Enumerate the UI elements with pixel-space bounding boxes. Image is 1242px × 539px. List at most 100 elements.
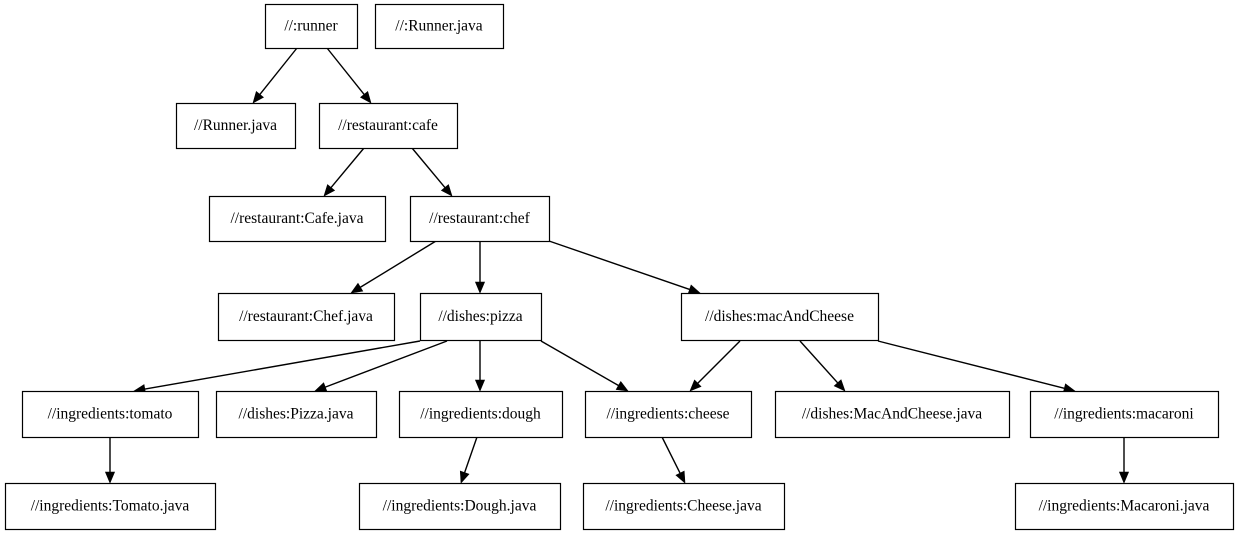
arrowhead-icon <box>833 379 846 392</box>
edge-dishes_pizza-to-ing_cheese <box>540 340 629 392</box>
node-box[interactable] <box>774 390 1011 439</box>
edge-line <box>259 47 298 95</box>
node-box[interactable] <box>208 195 387 243</box>
node-runner_java_root[interactable]: //:Runner.java <box>374 3 505 50</box>
node-box[interactable] <box>409 195 551 243</box>
node-box[interactable] <box>318 102 459 150</box>
node-box[interactable] <box>584 390 753 439</box>
edge-line <box>330 147 365 188</box>
node-label: //dishes:macAndCheese <box>705 308 854 325</box>
node-cheese_java[interactable]: //ingredients:Cheese.java <box>582 482 786 531</box>
edges-layer <box>104 47 1130 484</box>
arrowhead-icon <box>615 380 629 392</box>
node-label: //:runner <box>284 18 338 35</box>
node-box[interactable] <box>398 390 564 439</box>
edge-line <box>144 340 421 390</box>
node-restaurant_cafe[interactable]: //restaurant:cafe <box>318 102 459 150</box>
node-dishes_pizza[interactable]: //dishes:pizza <box>419 292 543 342</box>
edge-ing_cheese-to-cheese_java <box>661 436 686 484</box>
edge-ing_macaroni-to-macaroni_java <box>1118 437 1130 484</box>
node-ing_dough[interactable]: //ingredients:dough <box>398 390 564 439</box>
arrowhead-icon <box>675 470 686 484</box>
edge-dishes_pizza-to-ing_dough <box>474 341 486 392</box>
node-box[interactable] <box>1029 390 1220 439</box>
node-box[interactable] <box>21 390 200 439</box>
node-box[interactable] <box>4 482 217 531</box>
arrowhead-icon <box>689 379 702 392</box>
node-box[interactable] <box>582 482 786 531</box>
arrowhead-icon <box>359 91 372 104</box>
node-box[interactable] <box>217 292 396 342</box>
node-box[interactable] <box>1014 482 1235 531</box>
edge-ing_tomato-to-tomato_java <box>104 437 116 484</box>
node-label: //restaurant:Chef.java <box>239 308 373 325</box>
node-box[interactable] <box>264 3 359 50</box>
node-tomato_java[interactable]: //ingredients:Tomato.java <box>4 482 217 531</box>
node-chef_java[interactable]: //restaurant:Chef.java <box>217 292 396 342</box>
node-macaroni_java[interactable]: //ingredients:Macaroni.java <box>1014 482 1235 531</box>
edge-line <box>325 340 448 388</box>
node-box[interactable] <box>680 292 880 342</box>
node-label: //ingredients:Macaroni.java <box>1039 498 1210 515</box>
node-label: //:Runner.java <box>395 18 483 35</box>
node-label: //restaurant:Cafe.java <box>231 210 364 227</box>
arrowhead-icon <box>323 184 336 197</box>
edge-line <box>548 240 690 291</box>
node-ing_cheese[interactable]: //ingredients:cheese <box>584 390 753 439</box>
arrowhead-icon <box>314 382 328 392</box>
node-box[interactable] <box>374 3 505 50</box>
edge-line <box>697 340 741 384</box>
edge-runner-to-restaurant_cafe <box>326 47 372 104</box>
node-box[interactable] <box>419 292 543 342</box>
node-label: //restaurant:cafe <box>338 117 438 134</box>
node-box[interactable] <box>215 390 378 439</box>
arrowhead-icon <box>350 282 364 294</box>
arrowhead-icon <box>252 91 265 104</box>
edge-dishes_mac-to-ing_cheese <box>689 340 741 392</box>
node-label: //ingredients:dough <box>420 406 541 423</box>
arrowhead-icon <box>104 471 116 484</box>
node-label: //dishes:pizza <box>438 308 522 325</box>
node-runner[interactable]: //:runner <box>264 3 359 50</box>
node-box[interactable] <box>358 482 562 531</box>
node-runner_java[interactable]: //Runner.java <box>175 102 297 150</box>
edge-restaurant_chef-to-dishes_pizza <box>474 241 486 294</box>
edge-line <box>661 436 681 474</box>
node-dishes_mac[interactable]: //dishes:macAndCheese <box>680 292 880 342</box>
edge-runner-to-runner_java <box>252 47 298 104</box>
node-restaurant_chef[interactable]: //restaurant:chef <box>409 195 551 243</box>
node-label: //ingredients:Dough.java <box>383 498 537 515</box>
node-dough_java[interactable]: //ingredients:Dough.java <box>358 482 562 531</box>
edge-dishes_mac-to-ing_macaroni <box>877 340 1076 394</box>
node-pizza_java[interactable]: //dishes:Pizza.java <box>215 390 378 439</box>
edge-line <box>540 340 619 387</box>
node-label: //ingredients:Cheese.java <box>605 498 761 515</box>
arrowhead-icon <box>474 281 486 294</box>
nodes-layer: //:runner //:Runner.java //Runner.java //re… <box>4 3 1235 531</box>
node-cafe_java[interactable]: //restaurant:Cafe.java <box>208 195 387 243</box>
edge-line <box>877 340 1065 389</box>
arrowhead-icon <box>474 379 486 392</box>
arrowhead-icon <box>687 284 701 295</box>
edge-restaurant_chef-to-dishes_mac <box>548 240 701 295</box>
edge-restaurant_chef-to-chef_java <box>350 240 437 294</box>
edge-ing_dough-to-dough_java <box>459 436 478 484</box>
edge-dishes_mac-to-mac_java <box>799 340 846 392</box>
node-box[interactable] <box>175 102 297 150</box>
node-label: //ingredients:cheese <box>606 406 729 423</box>
node-label: //ingredients:Tomato.java <box>31 498 190 515</box>
node-ing_tomato[interactable]: //ingredients:tomato <box>21 390 200 439</box>
arrowhead-icon <box>440 184 453 197</box>
arrowhead-icon <box>459 470 470 484</box>
edge-line <box>360 240 437 288</box>
edge-line <box>799 340 839 384</box>
edge-restaurant_cafe-to-cafe_java <box>323 147 365 197</box>
node-mac_java[interactable]: //dishes:MacAndCheese.java <box>774 390 1011 439</box>
edge-line <box>411 147 446 188</box>
node-label: //dishes:Pizza.java <box>239 406 354 423</box>
node-ing_macaroni[interactable]: //ingredients:macaroni <box>1029 390 1220 439</box>
edge-restaurant_cafe-to-restaurant_chef <box>411 147 453 197</box>
arrowhead-icon <box>1118 471 1130 484</box>
